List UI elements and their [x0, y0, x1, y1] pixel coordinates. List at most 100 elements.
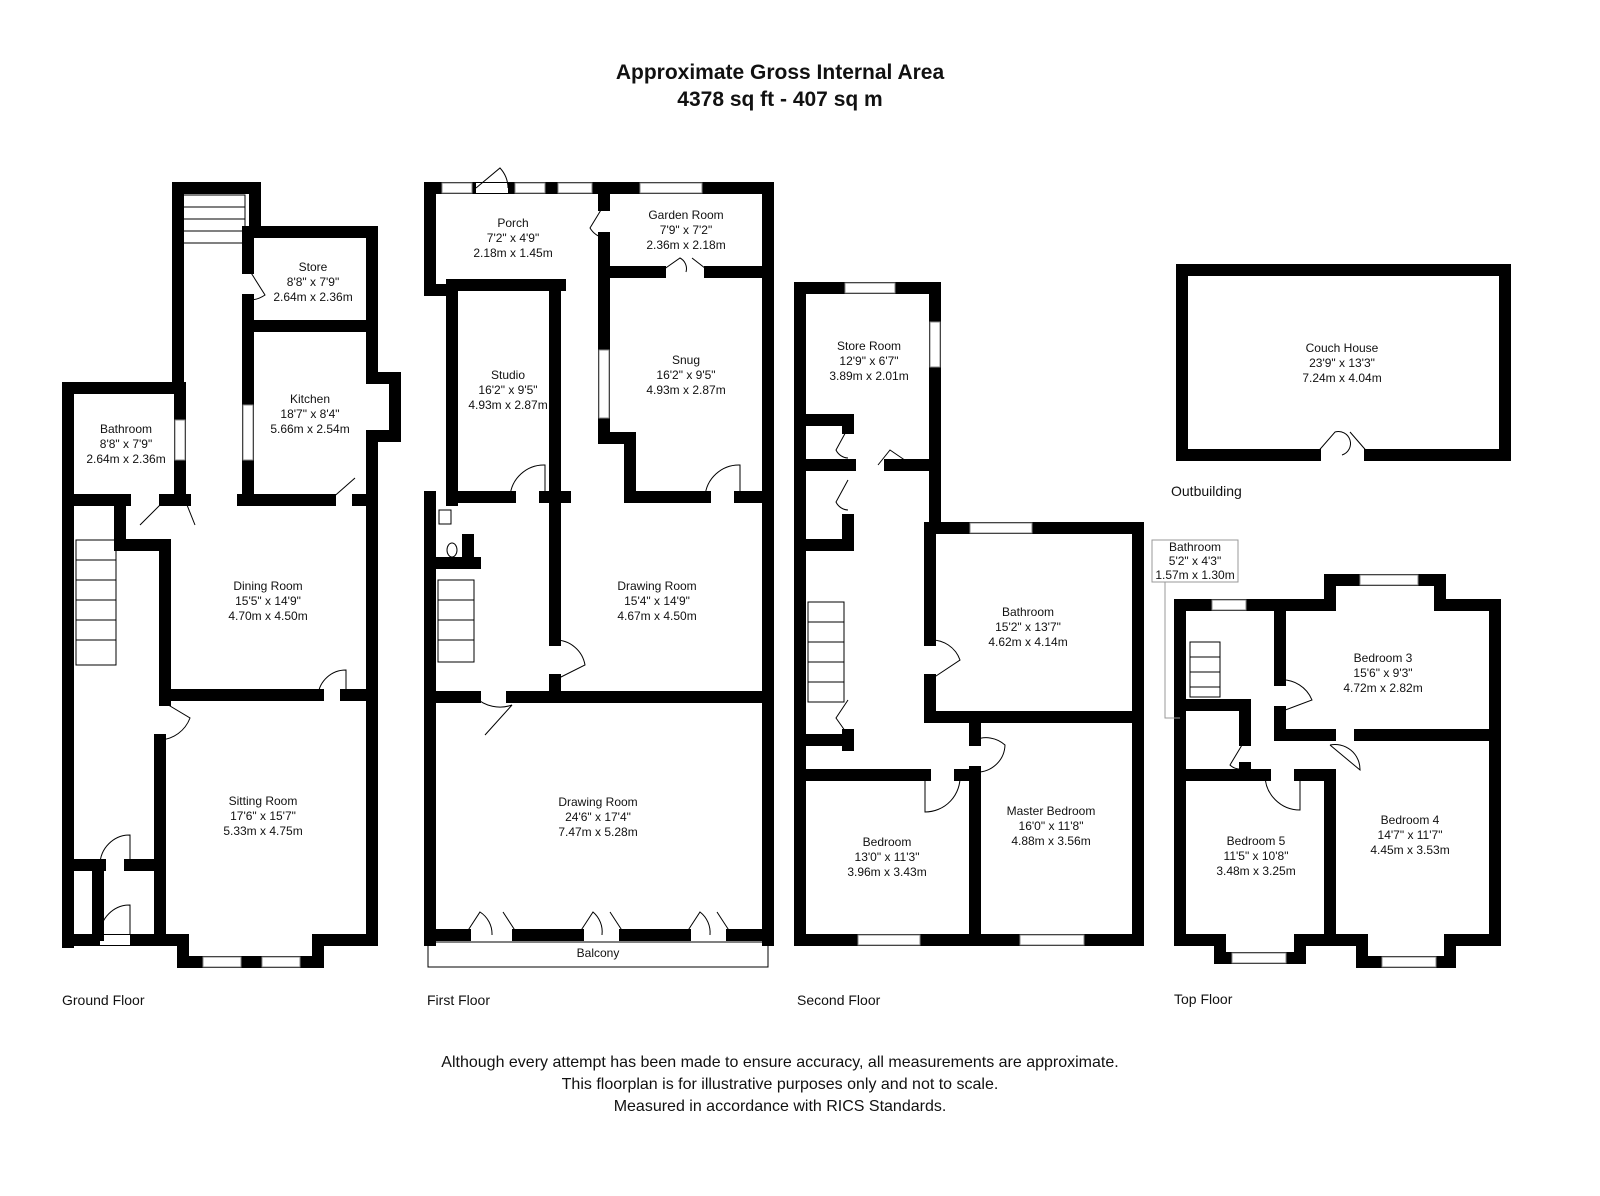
- second-floor-plan: Store Room 12'9" x 6'7" 3.89m x 2.01m Ba…: [794, 282, 1144, 1008]
- svg-text:8'8" x 7'9": 8'8" x 7'9": [100, 437, 152, 451]
- room-snug: Snug 16'2" x 9'5" 4.93m x 2.87m: [646, 353, 725, 397]
- svg-text:4.93m x 2.87m: 4.93m x 2.87m: [646, 383, 725, 397]
- svg-text:Bedroom 5: Bedroom 5: [1227, 834, 1286, 848]
- room-porch: Porch 7'2" x 4'9" 2.18m x 1.45m: [473, 216, 552, 260]
- svg-text:This floorplan is for illustra: This floorplan is for illustrative purpo…: [562, 1076, 999, 1093]
- svg-text:2.18m x 1.45m: 2.18m x 1.45m: [473, 246, 552, 260]
- room-couch-house: Couch House 23'9" x 13'3" 7.24m x 4.04m: [1302, 341, 1381, 385]
- svg-text:16'2" x 9'5": 16'2" x 9'5": [656, 368, 715, 382]
- svg-text:4.62m x 4.14m: 4.62m x 4.14m: [988, 635, 1067, 649]
- toilet-icon: [438, 509, 458, 558]
- svg-text:15'2" x 13'7": 15'2" x 13'7": [995, 620, 1061, 634]
- room-sitting-room: Sitting Room 17'6" x 15'7" 5.33m x 4.75m: [223, 794, 302, 838]
- room-drawing-room-lower: Drawing Room 24'6" x 17'4" 7.47m x 5.28m: [558, 795, 637, 839]
- svg-text:7.47m x 5.28m: 7.47m x 5.28m: [558, 825, 637, 839]
- stairs-icon: [437, 579, 475, 663]
- svg-text:Dining Room: Dining Room: [233, 579, 302, 593]
- svg-text:Although every attempt has bee: Although every attempt has been made to …: [441, 1054, 1118, 1071]
- stairs-icon: [75, 194, 246, 666]
- ground-floor-plan: Store 8'8" x 7'9" 2.64m x 2.36m Kitchen …: [62, 182, 401, 1008]
- room-bedroom: Bedroom 13'0" x 11'3" 3.96m x 3.43m: [847, 835, 926, 879]
- svg-text:2.36m x 2.18m: 2.36m x 2.18m: [646, 238, 725, 252]
- svg-text:17'6" x 15'7": 17'6" x 15'7": [230, 809, 296, 823]
- svg-text:23'9" x 13'3": 23'9" x 13'3": [1309, 356, 1375, 370]
- first-floor-plan: Porch 7'2" x 4'9" 2.18m x 1.45m Garden R…: [424, 167, 774, 1008]
- svg-text:Drawing Room: Drawing Room: [617, 579, 696, 593]
- svg-text:5.33m x 4.75m: 5.33m x 4.75m: [223, 824, 302, 838]
- floor-label-first: First Floor: [427, 992, 490, 1008]
- room-store: Store 8'8" x 7'9" 2.64m x 2.36m: [273, 260, 352, 304]
- svg-text:3.48m x 3.25m: 3.48m x 3.25m: [1216, 864, 1295, 878]
- svg-text:4.67m x 4.50m: 4.67m x 4.50m: [617, 609, 696, 623]
- svg-text:Bedroom 4: Bedroom 4: [1381, 813, 1440, 827]
- svg-text:Bathroom: Bathroom: [1169, 540, 1221, 554]
- room-bedroom-5: Bedroom 5 11'5" x 10'8" 3.48m x 3.25m: [1216, 834, 1295, 878]
- room-master-bedroom: Master Bedroom 16'0" x 11'8" 4.88m x 3.5…: [1007, 804, 1096, 848]
- svg-text:Master Bedroom: Master Bedroom: [1007, 804, 1096, 818]
- svg-text:16'0" x 11'8": 16'0" x 11'8": [1019, 819, 1084, 833]
- svg-text:1.57m x 1.30m: 1.57m x 1.30m: [1155, 568, 1234, 582]
- title-line-2: 4378 sq ft - 407 sq m: [677, 88, 882, 111]
- bathroom-callout: Bathroom 5'2" x 4'3" 1.57m x 1.30m: [1151, 539, 1239, 719]
- svg-text:4.45m x 3.53m: 4.45m x 3.53m: [1370, 843, 1449, 857]
- svg-text:Kitchen: Kitchen: [290, 392, 330, 406]
- svg-text:13'0" x 11'3": 13'0" x 11'3": [855, 850, 920, 864]
- svg-text:7.24m x 4.04m: 7.24m x 4.04m: [1302, 371, 1381, 385]
- room-kitchen: Kitchen 18'7" x 8'4" 5.66m x 2.54m: [270, 392, 349, 436]
- svg-text:11'5" x 10'8": 11'5" x 10'8": [1224, 849, 1289, 863]
- svg-text:Bathroom: Bathroom: [100, 422, 152, 436]
- svg-text:3.89m x 2.01m: 3.89m x 2.01m: [829, 369, 908, 383]
- svg-text:Store Room: Store Room: [837, 339, 901, 353]
- svg-text:Measured in accordance with RI: Measured in accordance with RICS Standar…: [614, 1098, 947, 1115]
- svg-text:4.88m x 3.56m: 4.88m x 3.56m: [1011, 834, 1090, 848]
- room-dining-room: Dining Room 15'5" x 14'9" 4.70m x 4.50m: [228, 579, 307, 623]
- svg-text:5'2" x 4'3": 5'2" x 4'3": [1169, 554, 1221, 568]
- svg-text:Snug: Snug: [672, 353, 700, 367]
- svg-text:3.96m x 3.43m: 3.96m x 3.43m: [847, 865, 926, 879]
- svg-text:Porch: Porch: [497, 216, 528, 230]
- svg-text:2.64m x 2.36m: 2.64m x 2.36m: [273, 290, 352, 304]
- disclaimer: Although every attempt has been made to …: [441, 1054, 1118, 1115]
- stairs-icon: [1189, 641, 1221, 698]
- svg-text:15'5" x 14'9": 15'5" x 14'9": [235, 594, 301, 608]
- title-line-1: Approximate Gross Internal Area: [616, 61, 945, 84]
- room-drawing-room-upper: Drawing Room 15'4" x 14'9" 4.67m x 4.50m: [617, 579, 696, 623]
- svg-text:16'2" x 9'5": 16'2" x 9'5": [478, 383, 537, 397]
- svg-text:Bedroom 3: Bedroom 3: [1354, 651, 1413, 665]
- room-store-room: Store Room 12'9" x 6'7" 3.89m x 2.01m: [829, 339, 908, 383]
- svg-text:Bathroom: Bathroom: [1002, 605, 1054, 619]
- room-bathroom: Bathroom 15'2" x 13'7" 4.62m x 4.14m: [988, 605, 1067, 649]
- svg-text:14'7" x 11'7": 14'7" x 11'7": [1378, 828, 1443, 842]
- top-floor-plan: Bathroom 5'2" x 4'3" 1.57m x 1.30m Bedro…: [1151, 539, 1501, 1007]
- door-icon: [1229, 679, 1361, 811]
- floor-label-top: Top Floor: [1174, 991, 1233, 1007]
- svg-text:4.70m x 4.50m: 4.70m x 4.50m: [228, 609, 307, 623]
- floor-label-outbuilding: Outbuilding: [1171, 483, 1242, 499]
- room-studio: Studio 16'2" x 9'5" 4.93m x 2.87m: [468, 368, 547, 412]
- door-icon: [99, 267, 356, 936]
- door-icon: [835, 427, 1006, 813]
- svg-text:Drawing Room: Drawing Room: [558, 795, 637, 809]
- svg-text:2.64m x 2.36m: 2.64m x 2.36m: [86, 452, 165, 466]
- svg-text:5.66m x 2.54m: 5.66m x 2.54m: [270, 422, 349, 436]
- svg-text:Bedroom: Bedroom: [863, 835, 912, 849]
- svg-text:18'7" x 8'4": 18'7" x 8'4": [280, 407, 339, 421]
- svg-text:Couch House: Couch House: [1306, 341, 1379, 355]
- svg-text:7'9" x 7'2": 7'9" x 7'2": [660, 223, 712, 237]
- door-icon: [464, 167, 741, 936]
- room-bathroom: Bathroom 8'8" x 7'9" 2.64m x 2.36m: [86, 422, 165, 466]
- svg-text:4.72m x 2.82m: 4.72m x 2.82m: [1343, 681, 1422, 695]
- svg-text:12'9" x 6'7": 12'9" x 6'7": [839, 354, 898, 368]
- floor-label-second: Second Floor: [797, 992, 881, 1008]
- outbuilding-plan: Couch House 23'9" x 13'3" 7.24m x 4.04m …: [1171, 264, 1511, 499]
- floor-label-ground: Ground Floor: [62, 992, 145, 1008]
- svg-text:15'4" x 14'9": 15'4" x 14'9": [624, 594, 690, 608]
- room-bedroom-4: Bedroom 4 14'7" x 11'7" 4.45m x 3.53m: [1370, 813, 1449, 857]
- room-bedroom-3: Bedroom 3 15'6" x 9'3" 4.72m x 2.82m: [1343, 651, 1422, 695]
- svg-text:7'2" x 4'9": 7'2" x 4'9": [487, 231, 539, 245]
- svg-text:Store: Store: [299, 260, 328, 274]
- room-garden-room: Garden Room 7'9" x 7'2" 2.36m x 2.18m: [646, 208, 725, 252]
- svg-text:24'6" x 17'4": 24'6" x 17'4": [565, 810, 631, 824]
- svg-text:Sitting Room: Sitting Room: [229, 794, 298, 808]
